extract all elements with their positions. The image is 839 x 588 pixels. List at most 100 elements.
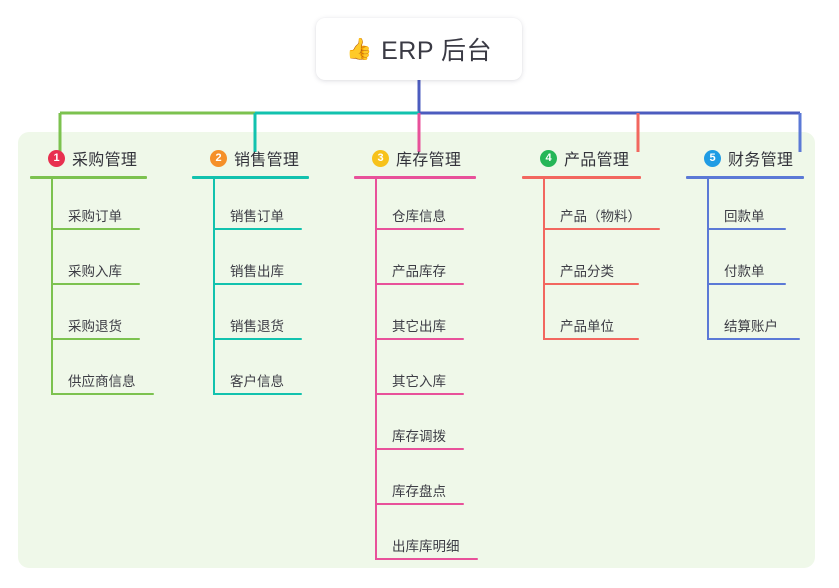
branch-item-rule <box>213 338 302 340</box>
branch-header-rule-4 <box>522 176 641 179</box>
branch-item[interactable]: 仓库信息 <box>354 179 476 234</box>
branch-item[interactable]: 库存盘点 <box>354 454 476 509</box>
branch-item[interactable]: 销售退货 <box>192 289 309 344</box>
branch-item[interactable]: 产品单位 <box>522 289 641 344</box>
branch-item-label: 结算账户 <box>724 319 778 334</box>
branch-item-rule <box>375 503 464 505</box>
branch-item[interactable]: 产品库存 <box>354 234 476 289</box>
branch-items-1: 采购订单采购入库采购退货供应商信息 <box>30 179 154 399</box>
branch-item[interactable]: 产品分类 <box>522 234 641 289</box>
branch-item[interactable]: 回款单 <box>686 179 804 234</box>
branch-items-5: 回款单付款单结算账户 <box>686 179 804 344</box>
branch-item-rule <box>51 228 140 230</box>
branch-items-3: 仓库信息产品库存其它出库其它入库库存调拨库存盘点出库库明细 <box>354 179 478 564</box>
branch-badge-2: 2 <box>210 149 227 167</box>
branch-item-rule <box>707 228 786 230</box>
branch-item-rule <box>707 338 800 340</box>
branch-item-label: 产品分类 <box>560 264 614 279</box>
branch-spine-2 <box>213 179 215 395</box>
branch-item-rule <box>543 228 660 230</box>
branch-item-rule <box>375 283 464 285</box>
branch-item[interactable]: 采购订单 <box>30 179 147 234</box>
branch-spine-3 <box>375 179 377 560</box>
branch-title-3: 库存管理 <box>396 152 462 169</box>
root-node-content: 👍 ERP 后台 <box>346 31 492 67</box>
branch-item-label: 产品（物料） <box>560 209 641 224</box>
branch-spine-4 <box>543 179 545 340</box>
branch-item-label: 销售退货 <box>230 319 284 334</box>
branch-item-label: 付款单 <box>724 264 765 279</box>
branch-item-label: 采购退货 <box>68 319 122 334</box>
branch-items-2: 销售订单销售出库销售退货客户信息 <box>192 179 309 399</box>
branch-item[interactable]: 其它出库 <box>354 289 476 344</box>
branch-badge-5: 5 <box>704 149 721 167</box>
branch-title-4: 产品管理 <box>564 152 630 169</box>
branch-item-rule <box>375 393 464 395</box>
branch-item-label: 销售出库 <box>230 264 284 279</box>
branch-item-rule <box>375 558 478 560</box>
branch-item[interactable]: 付款单 <box>686 234 804 289</box>
branch-item-label: 产品库存 <box>392 264 446 279</box>
branch-item-rule <box>375 338 464 340</box>
branch-title-5: 财务管理 <box>728 152 794 169</box>
branch-column-5: 5 财务管理回款单付款单结算账户 <box>686 146 804 344</box>
branches-panel <box>18 132 815 568</box>
branch-item-rule <box>213 283 302 285</box>
branch-item-rule <box>51 283 140 285</box>
branch-spine-5 <box>707 179 709 340</box>
branch-item-label: 客户信息 <box>230 374 284 389</box>
branch-item-label: 供应商信息 <box>68 374 136 389</box>
branch-item-label: 出库库明细 <box>392 539 460 554</box>
branch-item-rule <box>543 338 639 340</box>
branch-item-rule <box>543 283 639 285</box>
branch-item-rule <box>213 393 302 395</box>
branch-header-5[interactable]: 5 财务管理 <box>686 146 804 170</box>
branch-item[interactable]: 其它入库 <box>354 344 476 399</box>
branch-badge-4: 4 <box>540 149 557 167</box>
branch-item[interactable]: 供应商信息 <box>30 344 154 399</box>
branch-item-rule <box>51 338 140 340</box>
branch-header-1[interactable]: 1 采购管理 <box>30 146 147 170</box>
branch-item-label: 采购订单 <box>68 209 122 224</box>
branch-header-4[interactable]: 4 产品管理 <box>522 146 641 170</box>
branch-item[interactable]: 出库库明细 <box>354 509 478 564</box>
branch-title-1: 采购管理 <box>72 152 138 169</box>
branch-item[interactable]: 采购退货 <box>30 289 147 344</box>
branch-item[interactable]: 销售订单 <box>192 179 309 234</box>
branch-item-rule <box>51 393 154 395</box>
branch-column-1: 1 采购管理采购订单采购入库采购退货供应商信息 <box>30 146 154 399</box>
branch-item[interactable]: 销售出库 <box>192 234 309 289</box>
root-title: ERP 后台 <box>381 37 493 65</box>
branch-badge-1: 1 <box>48 149 65 167</box>
branch-item-rule <box>375 228 464 230</box>
branch-column-3: 3 库存管理仓库信息产品库存其它出库其它入库库存调拨库存盘点出库库明细 <box>354 146 478 564</box>
branch-item-rule <box>375 448 464 450</box>
branch-item-label: 其它入库 <box>392 374 446 389</box>
thumbs-up-icon: 👍 <box>345 37 373 61</box>
branch-items-4: 产品（物料） 产品分类产品单位 <box>522 179 660 344</box>
branch-header-rule-5 <box>686 176 804 179</box>
branch-header-rule-1 <box>30 176 147 179</box>
branch-item-label: 销售订单 <box>230 209 284 224</box>
branch-header-2[interactable]: 2 销售管理 <box>192 146 309 170</box>
branch-item[interactable]: 结算账户 <box>686 289 804 344</box>
branch-header-3[interactable]: 3 库存管理 <box>354 146 476 170</box>
branch-item-rule <box>213 228 302 230</box>
branch-title-2: 销售管理 <box>234 152 300 169</box>
branch-item-label: 库存调拨 <box>392 429 446 444</box>
branch-item[interactable]: 采购入库 <box>30 234 147 289</box>
branch-item-label: 其它出库 <box>392 319 446 334</box>
root-node[interactable]: 👍 ERP 后台 <box>316 18 522 80</box>
branch-spine-1 <box>51 179 53 395</box>
branch-item[interactable]: 产品（物料） <box>522 179 660 234</box>
branch-item-label: 仓库信息 <box>392 209 446 224</box>
branch-item[interactable]: 库存调拨 <box>354 399 476 454</box>
branch-item-rule <box>707 283 786 285</box>
branch-header-rule-2 <box>192 176 309 179</box>
branch-column-2: 2 销售管理销售订单销售出库销售退货客户信息 <box>192 146 309 399</box>
branch-header-rule-3 <box>354 176 476 179</box>
branch-column-4: 4 产品管理产品（物料） 产品分类产品单位 <box>522 146 660 344</box>
branch-item[interactable]: 客户信息 <box>192 344 309 399</box>
branch-badge-3: 3 <box>372 149 389 167</box>
